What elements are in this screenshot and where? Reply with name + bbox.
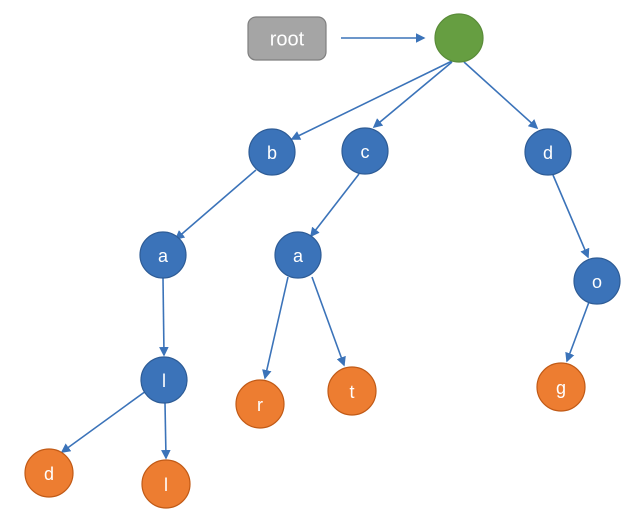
node-o: o: [573, 257, 621, 305]
root-node-circle: [434, 13, 484, 63]
node-o-label: o: [592, 272, 602, 292]
node-l-2: l: [141, 459, 191, 509]
node-l-1-circle: [140, 356, 188, 404]
node-l-2-circle: [141, 459, 191, 509]
edge-root-to-b: [290, 60, 453, 140]
node-r-label: r: [257, 395, 263, 415]
node-t-circle: [327, 366, 377, 416]
node-t: t: [327, 366, 377, 416]
nodes-layer: root b c d a a o l g t r d l: [24, 13, 621, 509]
node-a-2-circle: [274, 231, 322, 279]
root-box-shape: [247, 16, 327, 61]
edge-l1-to-d2: [60, 390, 147, 453]
node-c-label: c: [361, 142, 370, 162]
node-t-label: t: [349, 382, 354, 402]
node-d-1-circle: [524, 128, 572, 176]
edge-root-to-d1: [463, 61, 539, 130]
node-o-circle: [573, 257, 621, 305]
node-b: b: [248, 128, 296, 176]
edge-d1-to-o: [552, 174, 590, 259]
node-c: c: [341, 127, 389, 175]
node-a-1-label: a: [158, 246, 169, 266]
node-a-1: a: [139, 231, 187, 279]
edge-a1-to-l1: [159, 277, 169, 357]
node-a-2: a: [274, 231, 322, 279]
node-g-circle: [536, 362, 586, 412]
node-l-1: l: [140, 356, 188, 404]
edge-root-to-c: [372, 61, 453, 129]
edge-a2-to-r: [262, 276, 289, 380]
node-l-1-label: l: [162, 371, 166, 391]
node-d-2-circle: [24, 448, 74, 498]
node-a-1-circle: [139, 231, 187, 279]
node-d-2-label: d: [44, 464, 54, 484]
edges-layer: [60, 33, 590, 460]
node-b-label: b: [267, 143, 277, 163]
edge-c-to-a2: [310, 173, 360, 238]
edge-a2-to-t: [311, 276, 346, 367]
node-a-2-label: a: [293, 246, 304, 266]
node-b-circle: [248, 128, 296, 176]
node-r: r: [235, 379, 285, 429]
root-box-label: root: [270, 29, 305, 51]
root-node: [434, 13, 484, 63]
node-l-2-label: l: [164, 475, 168, 495]
edge-b-to-a1: [174, 169, 257, 241]
node-r-circle: [235, 379, 285, 429]
node-d-2: d: [24, 448, 74, 498]
root-box: root: [247, 16, 327, 61]
node-d-1-label: d: [543, 143, 553, 163]
node-d-1: d: [524, 128, 572, 176]
edge-l1-to-l2: [161, 402, 171, 460]
node-g-label: g: [556, 378, 566, 398]
node-g: g: [536, 362, 586, 412]
node-c-circle: [341, 127, 389, 175]
edge-o-to-g: [565, 301, 590, 363]
